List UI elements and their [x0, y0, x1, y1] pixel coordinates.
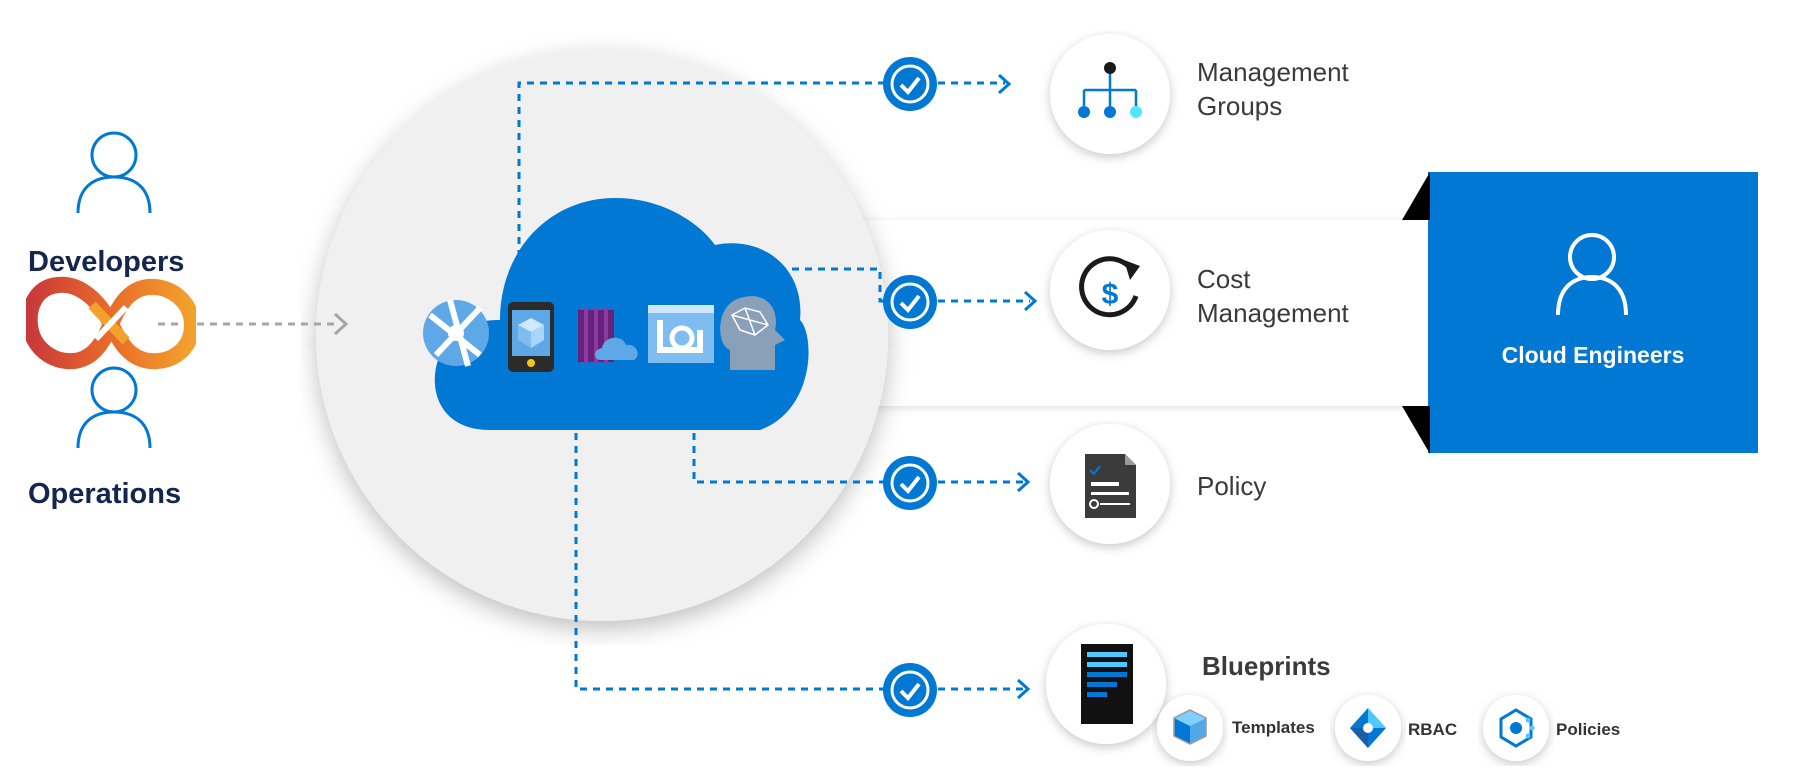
policies-label: Policies — [1556, 720, 1621, 739]
cost-management-badge: $ — [1050, 230, 1170, 350]
cloud-engineers-label: Cloud Engineers — [1501, 342, 1685, 368]
policies-hexagon-icon — [1499, 708, 1535, 748]
developers-label: Developers — [28, 246, 185, 278]
cloud-engineers-panel: Cloud Engineers — [1428, 172, 1758, 453]
management-groups-badge — [1050, 34, 1170, 154]
policy-document-icon — [1085, 454, 1136, 518]
blueprints-document-icon — [1081, 644, 1133, 724]
api-management-icon — [648, 305, 714, 363]
band-connector-top — [1402, 172, 1430, 220]
operations-label: Operations — [28, 478, 182, 510]
templates-badge — [1157, 695, 1223, 761]
policy-label: Policy — [1197, 471, 1267, 501]
rbac-label: RBAC — [1408, 720, 1458, 739]
check-icon-blueprints — [883, 663, 937, 717]
rbac-badge — [1335, 695, 1401, 761]
azure-cloud-icon — [423, 198, 809, 430]
blueprints-badge — [1046, 624, 1166, 744]
operations-person-icon — [76, 366, 152, 449]
blueprints-label: Blueprints — [1202, 651, 1331, 681]
mobile-app-icon — [508, 302, 554, 372]
templates-label: Templates — [1232, 718, 1315, 737]
check-icon-policy — [883, 456, 937, 510]
policies-badge — [1483, 695, 1549, 761]
web-app-icon — [423, 299, 489, 367]
cognitive-services-icon — [720, 296, 785, 370]
developer-person-icon — [76, 131, 152, 214]
management-groups-label: Management Groups — [1197, 57, 1349, 121]
hierarchy-icon — [1078, 62, 1142, 118]
container-icon — [578, 308, 638, 364]
check-icon-management-groups — [883, 57, 937, 111]
templates-cube-icon — [1173, 709, 1207, 745]
cloud-engineer-person-icon — [1556, 233, 1628, 316]
svg-text:$: $ — [1102, 278, 1119, 311]
cost-management-label: Cost Management — [1197, 264, 1349, 328]
cost-refresh-icon: $ — [1079, 256, 1140, 318]
devops-infinity-icon — [26, 276, 196, 370]
rbac-diamond-icon — [1350, 708, 1386, 748]
check-icon-cost-management — [883, 275, 937, 329]
policy-badge — [1050, 424, 1170, 544]
band-connector-bottom — [1402, 406, 1430, 454]
